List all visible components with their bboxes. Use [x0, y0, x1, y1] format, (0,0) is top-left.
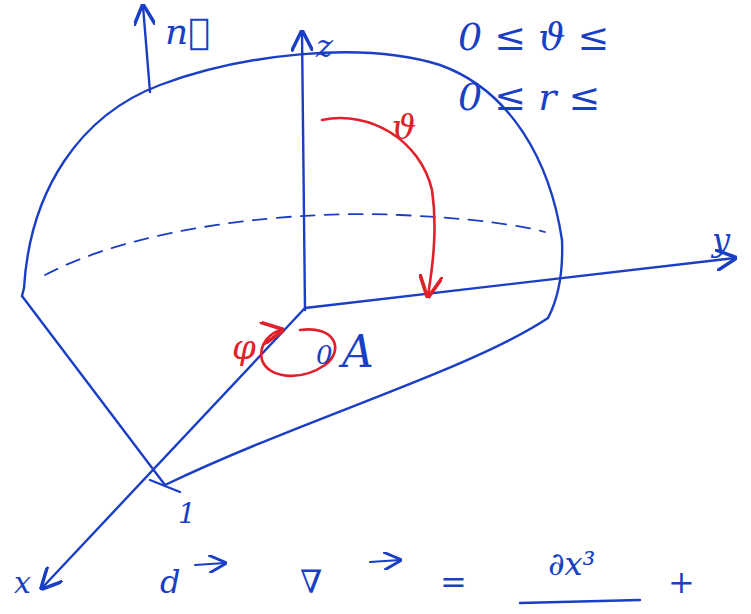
surface-front: [22, 240, 562, 485]
surface-edge: [22, 288, 24, 296]
point-label: A: [342, 330, 374, 374]
angle-label: φ: [232, 330, 256, 364]
formula-part: +: [668, 566, 695, 598]
tick-label: 1: [178, 500, 196, 528]
z-axis: [302, 32, 305, 310]
axis-label: x: [14, 568, 31, 598]
vector-arrow: [195, 563, 225, 565]
origin-label: 0: [316, 342, 333, 368]
y-axis: [305, 258, 735, 308]
phi-arrow: [261, 329, 335, 375]
axis-label: z: [316, 30, 333, 62]
formula-part: d: [160, 566, 180, 598]
vector-label: n⃗: [165, 14, 210, 50]
range-note: 0 ≤ r ≤: [458, 78, 600, 116]
x-axis: [42, 308, 305, 588]
axis-label: y: [712, 224, 730, 256]
fraction-bar: [520, 600, 640, 603]
tick: [150, 480, 180, 492]
range-note: 0 ≤ ϑ ≤: [458, 18, 609, 56]
formula-part: ∇: [300, 566, 322, 598]
angle-label: ϑ: [392, 110, 416, 144]
formula-part: =: [440, 566, 467, 598]
formula-part: ∂x³: [548, 548, 595, 580]
vector-arrow: [370, 560, 400, 562]
theta-arrow: [322, 118, 435, 296]
normal-vector: [143, 6, 150, 92]
surface-back: [45, 214, 545, 275]
